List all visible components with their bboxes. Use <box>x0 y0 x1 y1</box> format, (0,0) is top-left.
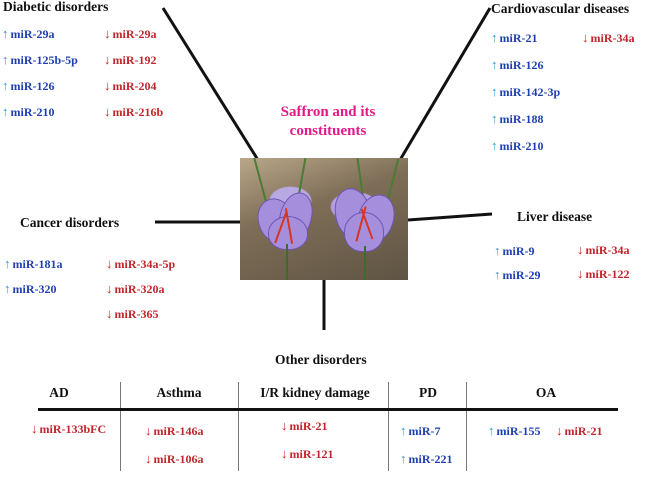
down-arrow-icon: ↓ <box>104 26 111 41</box>
connector-cardio <box>398 7 492 161</box>
cancer-down-item: ↓miR-365 <box>106 306 159 322</box>
other-col-divider <box>388 411 389 471</box>
down-arrow-icon: ↓ <box>104 78 111 93</box>
other-col-header-oa: OA <box>535 385 557 400</box>
cardio-down-item: ↓miR-34a <box>582 30 635 46</box>
down-arrow-icon: ↓ <box>577 266 584 281</box>
other-heading: Other disorders <box>275 352 367 367</box>
cardio-up-item: ↑miR-188 <box>491 111 544 127</box>
up-arrow-icon: ↑ <box>400 423 407 438</box>
cancer-down-list: ↓miR-34a-5p ↓miR-320a ↓miR-365 <box>106 257 175 332</box>
other-table-rule <box>38 408 618 411</box>
other-ad-down-item: ↓miR-133bFC <box>31 421 107 437</box>
connector-diabetic <box>161 7 260 161</box>
down-arrow-icon: ↓ <box>582 30 589 45</box>
cancer-up-item: ↑miR-320 <box>4 281 57 297</box>
other-col-header-ir-kidney: I/R kidney damage <box>260 385 370 400</box>
diabetic-up-item: ↑miR-210 <box>2 104 55 120</box>
other-col-divider <box>466 411 467 471</box>
cancer-down-item: ↓miR-34a-5p <box>106 256 176 272</box>
diabetic-up-item: ↑miR-29a <box>2 26 55 42</box>
down-arrow-icon: ↓ <box>31 421 38 436</box>
liver-up-item: ↑miR-29 <box>494 267 541 283</box>
diabetic-down-item: ↓miR-204 <box>104 78 157 94</box>
other-col-divider <box>238 411 239 471</box>
other-col-header-ad: AD <box>49 385 69 400</box>
diabetic-down-item: ↓miR-29a <box>104 26 157 42</box>
other-col-divider <box>466 382 467 408</box>
up-arrow-icon: ↑ <box>4 256 11 271</box>
down-arrow-icon: ↓ <box>104 104 111 119</box>
down-arrow-icon: ↓ <box>145 423 152 438</box>
cardio-heading: Cardiovascular diseases <box>491 1 630 16</box>
cardio-up-item: ↑miR-142-3p <box>491 84 561 100</box>
liver-heading: Liver disease <box>517 209 593 224</box>
other-col-divider <box>120 411 121 471</box>
other-col-divider <box>238 382 239 408</box>
other-pd-up-item: ↑miR-221 <box>400 451 453 467</box>
liver-up-item: ↑miR-9 <box>494 243 535 259</box>
up-arrow-icon: ↑ <box>494 243 501 258</box>
cardio-up-list: ↑miR-21 ↑miR-126 ↑miR-142-3p ↑miR-188 ↑m… <box>491 31 560 166</box>
liver-down-list: ↓miR-34a ↓miR-122 <box>577 243 630 291</box>
cardio-up-item: ↑miR-126 <box>491 57 544 73</box>
other-kidney-down-item: ↓miR-21 <box>281 418 328 434</box>
up-arrow-icon: ↑ <box>491 138 498 153</box>
up-arrow-icon: ↑ <box>2 78 9 93</box>
down-arrow-icon: ↓ <box>556 423 563 438</box>
liver-down-item: ↓miR-122 <box>577 266 630 282</box>
down-arrow-icon: ↓ <box>577 242 584 257</box>
other-oa-down-item: ↓miR-21 <box>556 423 603 439</box>
down-arrow-icon: ↓ <box>145 451 152 466</box>
cardio-up-item: ↑miR-21 <box>491 30 538 46</box>
center-title: Saffron and its constituents <box>258 103 398 141</box>
diabetic-up-item: ↑miR-126 <box>2 78 55 94</box>
other-kidney-down-item: ↓miR-121 <box>281 446 334 462</box>
cancer-heading: Cancer disorders <box>20 215 120 230</box>
liver-up-list: ↑miR-9 ↑miR-29 <box>494 244 541 292</box>
saffron-flower-image <box>240 158 408 280</box>
up-arrow-icon: ↑ <box>2 104 9 119</box>
other-col-divider <box>388 382 389 408</box>
other-col-header-asthma: Asthma <box>156 385 202 400</box>
diabetic-down-item: ↓miR-192 <box>104 52 157 68</box>
diabetic-down-list: ↓miR-29a ↓miR-192 ↓miR-204 ↓miR-216b <box>104 27 163 131</box>
cancer-up-item: ↑miR-181a <box>4 256 63 272</box>
connector-liver <box>407 212 493 222</box>
up-arrow-icon: ↑ <box>491 57 498 72</box>
up-arrow-icon: ↑ <box>491 30 498 45</box>
up-arrow-icon: ↑ <box>491 111 498 126</box>
down-arrow-icon: ↓ <box>106 281 113 296</box>
other-col-divider <box>120 382 121 408</box>
down-arrow-icon: ↓ <box>104 52 111 67</box>
other-asthma-down-item: ↓miR-146a <box>145 423 204 439</box>
diabetic-up-item: ↑miR-125b-5p <box>2 52 78 68</box>
up-arrow-icon: ↑ <box>491 84 498 99</box>
up-arrow-icon: ↑ <box>494 267 501 282</box>
down-arrow-icon: ↓ <box>281 418 288 433</box>
up-arrow-icon: ↑ <box>400 451 407 466</box>
center-title-line-1: Saffron and its <box>280 104 376 120</box>
other-oa-up-item: ↑miR-155 <box>488 423 541 439</box>
other-asthma-down-item: ↓miR-106a <box>145 451 204 467</box>
cardio-down-list: ↓miR-34a <box>582 31 635 58</box>
cardio-up-item: ↑miR-210 <box>491 138 544 154</box>
up-arrow-icon: ↑ <box>2 26 9 41</box>
cancer-down-item: ↓miR-320a <box>106 281 165 297</box>
down-arrow-icon: ↓ <box>106 306 113 321</box>
diabetic-down-item: ↓miR-216b <box>104 104 164 120</box>
diabetic-up-list: ↑miR-29a ↑miR-125b-5p ↑miR-126 ↑miR-210 <box>2 27 78 131</box>
other-pd-up-item: ↑miR-7 <box>400 423 441 439</box>
up-arrow-icon: ↑ <box>4 281 11 296</box>
other-col-header-pd: PD <box>419 385 437 400</box>
up-arrow-icon: ↑ <box>2 52 9 67</box>
down-arrow-icon: ↓ <box>106 256 113 271</box>
liver-down-item: ↓miR-34a <box>577 242 630 258</box>
diabetic-heading: Diabetic disorders <box>3 0 109 14</box>
center-title-line-2: constituents <box>289 123 367 139</box>
down-arrow-icon: ↓ <box>281 446 288 461</box>
up-arrow-icon: ↑ <box>488 423 495 438</box>
cancer-up-list: ↑miR-181a ↑miR-320 <box>4 257 63 307</box>
